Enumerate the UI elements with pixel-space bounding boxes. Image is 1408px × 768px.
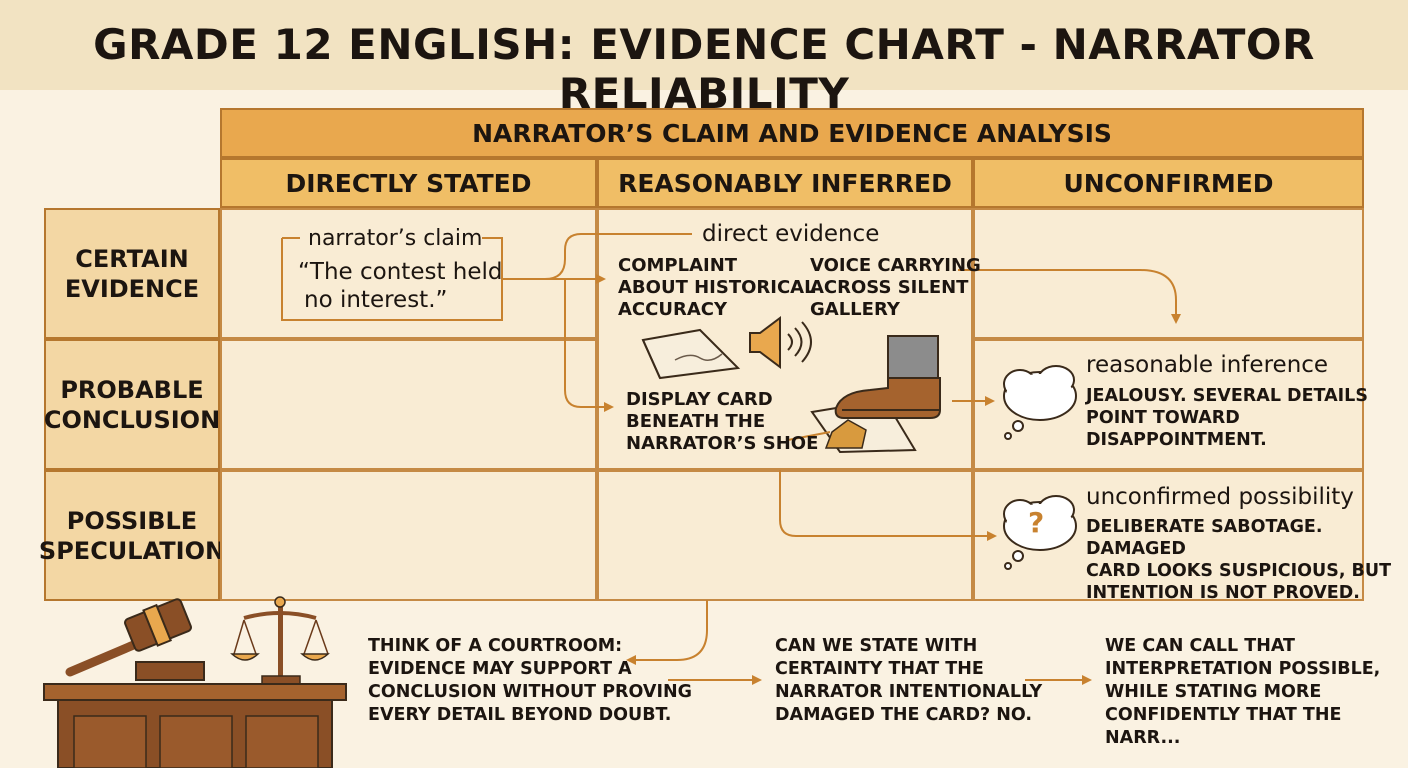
- evidence-item-voice: VOICE CARRYING ACROSS SILENT GALLERY: [810, 255, 981, 321]
- claim-quote: “The contest held no interest.”: [298, 258, 503, 314]
- claim-quote-line: “The contest held: [298, 259, 503, 285]
- shoe-on-card-icon: [787, 335, 941, 454]
- gavel-icon: [65, 598, 205, 681]
- column-header-reasonably-inferred: REASONABLY INFERRED: [597, 158, 973, 208]
- evidence-line: DISPLAY CARD: [626, 389, 773, 410]
- note-line: EVIDENCE MAY SUPPORT A: [368, 659, 632, 679]
- evidence-line: ABOUT HISTORICAL: [618, 277, 816, 298]
- note-line: EVERY DETAIL BEYOND DOUBT.: [368, 705, 672, 725]
- inference-text: JEALOUSY. SEVERAL DETAILS POINT TOWARD D…: [1086, 385, 1368, 451]
- note-line: INTERPRETATION POSSIBLE,: [1105, 659, 1381, 679]
- note-line: DAMAGED THE CARD? NO.: [775, 705, 1033, 725]
- document-icon: [641, 328, 741, 380]
- certainty-question-note: CAN WE STATE WITH CERTAINTY THAT THE NAR…: [775, 635, 1042, 727]
- arrow-to-possibility: [779, 470, 997, 541]
- claim-quote-line: no interest.”: [304, 287, 448, 313]
- thought-cloud-icon: [1003, 365, 1077, 440]
- evidence-item-display-card: DISPLAY CARD BENEATH THE NARRATOR’S SHOE: [626, 389, 818, 455]
- speaker-icon: [749, 316, 812, 369]
- possibility-label: unconfirmed possibility: [1086, 484, 1354, 510]
- title-bar: [0, 0, 1408, 90]
- evidence-line: ACCURACY: [618, 299, 728, 320]
- evidence-item-complaint: COMPLAINT ABOUT HISTORICAL ACCURACY: [618, 255, 816, 321]
- claim-box: [281, 237, 503, 321]
- evidence-line: VOICE CARRYING: [810, 255, 981, 276]
- note-line: CONCLUSION WITHOUT PROVING: [368, 682, 692, 702]
- cell-r1-c3: [973, 208, 1364, 339]
- note-line: THINK OF A COURTROOM:: [368, 636, 623, 656]
- row-header-line: CERTAIN: [75, 244, 189, 273]
- note-line: WE CAN CALL THAT: [1105, 636, 1295, 656]
- column-header-unconfirmed: UNCONFIRMED: [973, 158, 1364, 208]
- claim-arrows: [502, 233, 692, 412]
- cell-r3-c1: [220, 470, 597, 601]
- question-thought-cloud-icon: [1003, 495, 1077, 570]
- courtroom-note: THINK OF A COURTROOM: EVIDENCE MAY SUPPO…: [368, 635, 692, 727]
- possibility-text: DELIBERATE SABOTAGE. DAMAGED CARD LOOKS …: [1086, 516, 1408, 604]
- table-header: NARRATOR’S CLAIM AND EVIDENCE ANALYSIS: [220, 108, 1364, 158]
- row-header-line: SPECULATION: [38, 536, 226, 565]
- interpretation-note: WE CAN CALL THAT INTERPRETATION POSSIBLE…: [1105, 635, 1408, 750]
- scales-icon: [230, 596, 330, 685]
- row-header-line: CONCLUSION: [43, 405, 221, 434]
- question-mark: ?: [1028, 506, 1045, 539]
- note-line: CERTAINTY THAT THE: [775, 659, 984, 679]
- possibility-line: INTENTION IS NOT PROVED.: [1086, 583, 1360, 603]
- page-title: GRADE 12 ENGLISH: EVIDENCE CHART - NARRA…: [93, 20, 1315, 118]
- cell-r2-c1: [220, 339, 597, 470]
- possibility-line: CARD LOOKS SUSPICIOUS, BUT: [1086, 561, 1392, 581]
- judge-bench: [43, 683, 347, 768]
- claim-label: narrator’s claim: [308, 226, 483, 251]
- evidence-line: ACROSS SILENT: [810, 277, 969, 298]
- note-line: WHILE STATING MORE: [1105, 682, 1322, 702]
- row-header-line: POSSIBLE: [66, 506, 198, 535]
- note-line: NARRATOR INTENTIONALLY: [775, 682, 1043, 702]
- inference-line: JEALOUSY. SEVERAL DETAILS: [1086, 386, 1368, 406]
- row-header-line: PROBABLE: [60, 375, 204, 404]
- note-line: CAN WE STATE WITH: [775, 636, 978, 656]
- possibility-line: DELIBERATE SABOTAGE. DAMAGED: [1086, 517, 1323, 559]
- evidence-line: GALLERY: [810, 299, 900, 320]
- evidence-line: COMPLAINT: [618, 255, 738, 276]
- evidence-line: NARRATOR’S SHOE: [626, 433, 819, 454]
- evidence-line: BENEATH THE: [626, 411, 766, 432]
- column-header-directly-stated: DIRECTLY STATED: [220, 158, 597, 208]
- inference-line: DISAPPOINTMENT.: [1086, 430, 1267, 450]
- note-line: CONFIDENTLY THAT THE NARR...: [1105, 705, 1342, 748]
- arrow-to-note1: [626, 600, 708, 665]
- inference-label: reasonable inference: [1086, 352, 1329, 378]
- arrow-to-unconfirmed: [958, 269, 1181, 324]
- row-header-line: EVIDENCE: [64, 274, 200, 303]
- direct-evidence-label: direct evidence: [702, 221, 880, 247]
- inference-line: POINT TOWARD: [1086, 408, 1240, 428]
